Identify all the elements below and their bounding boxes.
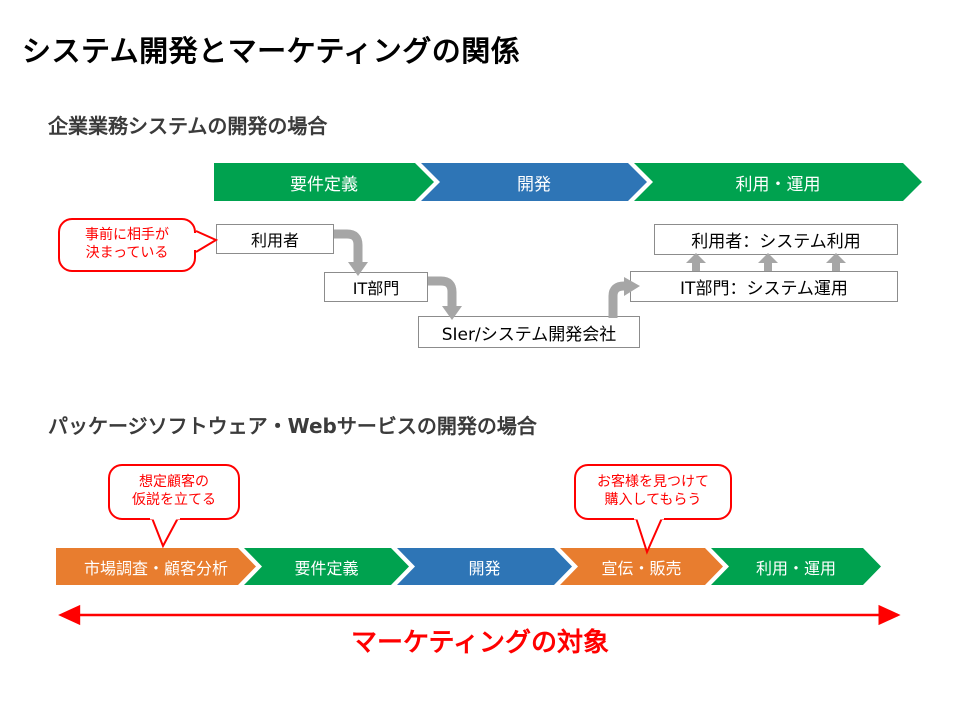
process-step-promotion-sales[interactable]: 宣伝・販売 (560, 548, 723, 585)
callout-tail-1 (193, 230, 219, 253)
process-step-label: 宣伝・販売 (601, 558, 682, 578)
arrows-it-ops-to-users (686, 253, 846, 271)
process-step-label: 開発 (468, 558, 501, 578)
process-step-market-research[interactable]: 市場調査・顧客分析 (56, 548, 256, 585)
process-step-label: 要件定義 (290, 174, 358, 195)
process-step-label: 利用・運用 (735, 174, 821, 195)
section-title-enterprise: 企業業務システムの開発の場合 (48, 114, 328, 138)
process-step-development[interactable]: 開発 (397, 548, 572, 585)
process-step-development[interactable]: 開発 (421, 163, 647, 201)
process-bar-enterprise: 要件定義 開発 利用・運用 (214, 163, 922, 201)
process-step-operation[interactable]: 利用・運用 (634, 163, 922, 201)
process-step-label: 利用・運用 (755, 558, 836, 578)
process-step-requirements[interactable]: 要件定義 (214, 163, 434, 201)
process-step-operation[interactable]: 利用・運用 (711, 548, 881, 585)
process-bar-package: 市場調査・顧客分析 要件定義 開発 宣伝・販売 利用・運用 (56, 548, 881, 585)
process-step-label: 開発 (517, 174, 551, 195)
page-title: システム開発とマーケティングの関係 (22, 34, 521, 68)
box-sier[interactable]: SIer/システム開発会社 (418, 316, 640, 348)
callout-line-1: お客様を見つけて (597, 474, 709, 491)
process-step-label: 市場調査・顧客分析 (83, 558, 228, 578)
callout-line-2: 購入してもらう (604, 492, 702, 508)
process-step-requirements[interactable]: 要件定義 (244, 548, 409, 585)
callout-predefined-counterpart: 事前に相手が 決まっている (58, 218, 196, 272)
section-title-package: パッケージソフトウェア・Webサービスの開発の場合 (48, 414, 537, 438)
box-user-system-use[interactable]: 利用者：システム利用 (654, 224, 898, 255)
marketing-scope-label: マーケティングの対象 (351, 628, 609, 658)
callout-tail-3 (634, 516, 664, 555)
arrow-user-to-it (334, 229, 368, 276)
box-it-department[interactable]: IT部門 (324, 272, 428, 302)
callout-tail-2 (150, 516, 180, 549)
box-it-system-operation[interactable]: IT部門：システム運用 (630, 271, 898, 302)
callout-customer-hypothesis: 想定顧客の 仮説を立てる (108, 464, 240, 520)
callout-line-2: 仮説を立てる (132, 492, 216, 508)
callout-line-1: 想定顧客の (139, 474, 209, 491)
callout-find-customers: お客様を見つけて 購入してもらう (574, 464, 732, 520)
callout-line-2: 決まっている (85, 245, 169, 261)
box-user[interactable]: 利用者 (216, 224, 334, 254)
process-step-label: 要件定義 (294, 558, 359, 578)
callout-line-1: 事前に相手が (85, 227, 169, 244)
arrow-it-to-sier (428, 276, 462, 320)
